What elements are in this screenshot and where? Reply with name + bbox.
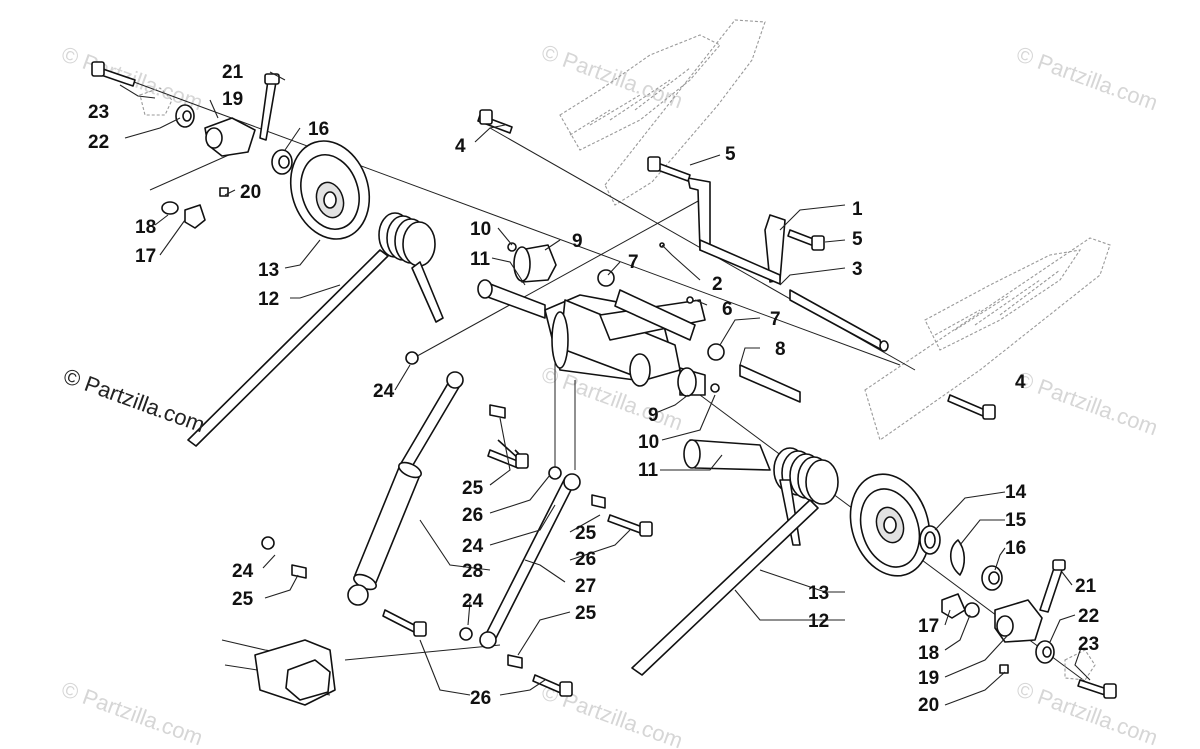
right-torsion-spring (631, 447, 839, 676)
callout-2: 2 (712, 274, 723, 295)
callout-25: 25 (575, 523, 597, 544)
callout-25: 25 (575, 603, 597, 624)
callout-21: 21 (1075, 576, 1097, 597)
copyright-notice: © Partzilla.com (60, 363, 208, 437)
callout-24: 24 (373, 381, 395, 402)
callout-24: 24 (462, 591, 484, 612)
callout-16: 16 (1005, 538, 1026, 559)
callout-6: 6 (722, 299, 733, 320)
callout-25: 25 (232, 589, 254, 610)
callout-12: 12 (808, 611, 829, 632)
callout-18: 18 (918, 643, 939, 664)
callout-16: 16 (308, 119, 329, 140)
callout-4: 4 (455, 136, 466, 157)
rail-outline-upper (559, 19, 766, 206)
rocker-arm (544, 289, 706, 387)
watermark: © Partzilla.com (538, 39, 686, 113)
callout-7: 7 (628, 252, 639, 273)
callout-5: 5 (852, 229, 863, 250)
callout-28: 28 (462, 561, 483, 582)
callout-22: 22 (88, 132, 109, 153)
callout-1: 1 (852, 199, 863, 220)
callout-12: 12 (258, 289, 279, 310)
callout-20: 20 (240, 182, 261, 203)
callout-15: 15 (1005, 510, 1027, 531)
shock-absorber (347, 351, 464, 606)
callout-9: 9 (572, 231, 583, 252)
left-torsion-spring (187, 212, 444, 447)
frame-mount-outline (221, 639, 336, 706)
callout-11: 11 (470, 249, 491, 270)
callout-8: 8 (775, 339, 786, 360)
watermark: © Partzilla.com (58, 676, 206, 749)
upper-brackets (477, 109, 996, 420)
callout-24: 24 (462, 536, 484, 557)
right-pivot-hardware (919, 525, 1117, 699)
callout-11: 11 (638, 460, 659, 481)
callout-19: 19 (918, 668, 939, 689)
callout-9: 9 (648, 405, 659, 426)
callout-10: 10 (470, 219, 491, 240)
callout-21: 21 (222, 62, 244, 83)
callout-4: 4 (1015, 372, 1026, 393)
center-shaft-right (597, 269, 801, 471)
callout-24: 24 (232, 561, 254, 582)
center-shaft-left (477, 242, 557, 319)
callout-27: 27 (575, 576, 596, 597)
callout-19: 19 (222, 89, 243, 110)
right-wheel (849, 473, 931, 577)
link-rod (261, 404, 653, 697)
callout-22: 22 (1078, 606, 1099, 627)
left-wheel (289, 140, 371, 240)
callout-labels: 1 2 3 4 4 5 5 6 7 7 8 9 9 10 10 11 11 12… (88, 62, 1099, 716)
callout-18: 18 (135, 217, 156, 238)
callout-26: 26 (462, 505, 483, 526)
callout-13: 13 (808, 583, 829, 604)
callout-10: 10 (638, 432, 659, 453)
callout-26: 26 (470, 688, 491, 709)
leader-lines (119, 71, 1091, 706)
callout-17: 17 (135, 246, 156, 267)
callout-14: 14 (1005, 482, 1027, 503)
callout-17: 17 (918, 616, 939, 637)
callout-7: 7 (770, 309, 781, 330)
callout-23: 23 (88, 102, 109, 123)
callout-13: 13 (258, 260, 279, 281)
watermark: © Partzilla.com (1013, 41, 1161, 115)
watermark: © Partzilla.com (1013, 366, 1161, 440)
left-pivot-hardware (91, 61, 293, 229)
callout-3: 3 (852, 259, 863, 280)
rail-outline-lower (864, 237, 1111, 441)
callout-23: 23 (1078, 634, 1099, 655)
callout-5: 5 (725, 144, 736, 165)
callout-20: 20 (918, 695, 939, 716)
callout-25: 25 (462, 478, 484, 499)
callout-26: 26 (575, 549, 596, 570)
